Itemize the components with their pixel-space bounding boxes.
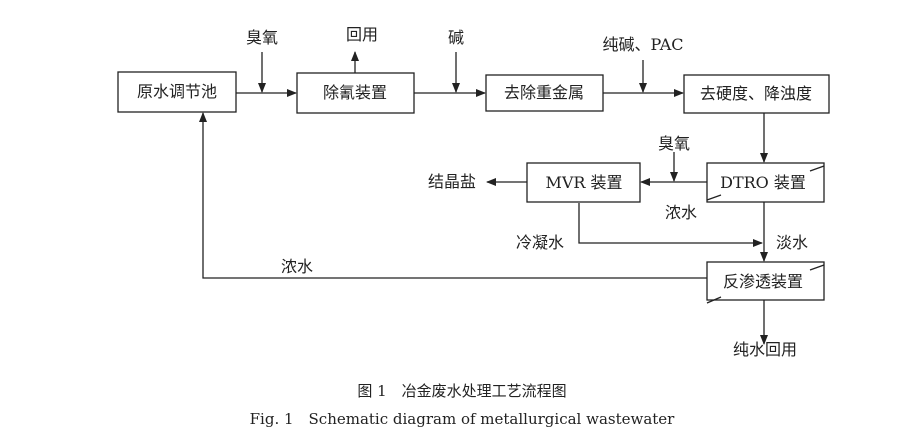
label-concentrate: 浓水 (664, 203, 698, 222)
label-concentrate-2: 浓水 (280, 257, 314, 276)
label-salt: 结晶盐 (427, 172, 477, 191)
label-soda-pac: 纯碱、PAC (602, 35, 684, 54)
label-ozone-2: 臭氧 (657, 134, 691, 153)
node-dtro: DTRO 装置 (720, 173, 806, 192)
box-hardness (683, 74, 830, 114)
node-ro: 反渗透装置 (722, 272, 804, 291)
box-raw (117, 71, 237, 113)
node-mvr: MVR 装置 (545, 173, 623, 192)
label-fresh-water: 淡水 (775, 233, 809, 252)
node-cyanide: 除氰装置 (322, 83, 388, 102)
caption-cn: 图 1 冶金废水处理工艺流程图 (357, 382, 567, 400)
box-ro (706, 261, 825, 301)
label-pure-water: 纯水回用 (732, 340, 798, 359)
caption-en: Fig. 1 Schematic diagram of metallurgica… (249, 410, 675, 428)
label-alkali: 碱 (447, 28, 465, 47)
node-raw: 原水调节池 (136, 82, 218, 101)
label-ozone: 臭氧 (245, 28, 279, 47)
label-reuse: 回用 (345, 25, 379, 44)
node-metal: 去除重金属 (503, 83, 585, 102)
node-hardness: 去硬度、降浊度 (699, 84, 813, 103)
label-condensate: 冷凝水 (515, 233, 565, 252)
